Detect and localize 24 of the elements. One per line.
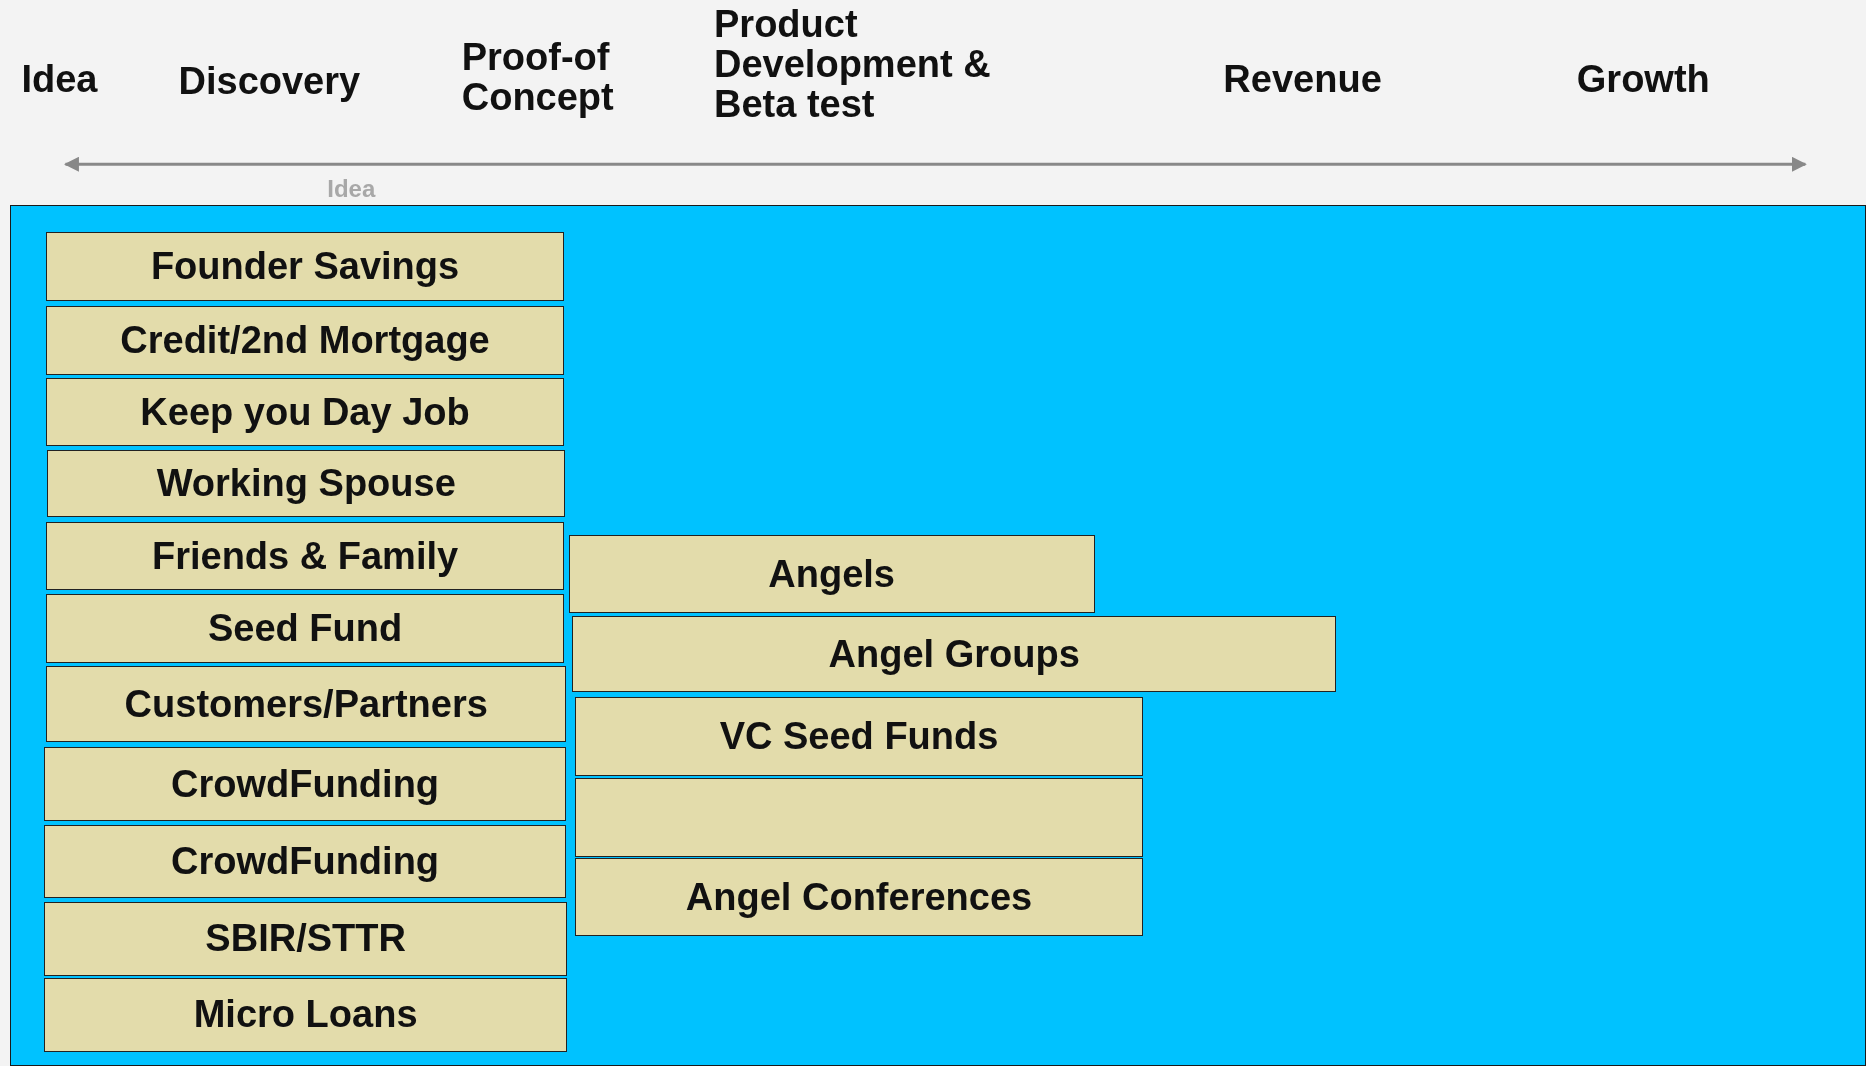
funding-bar: Angels: [568, 535, 1095, 613]
funding-bar: Angel Conferences: [574, 857, 1144, 937]
funding-bar: Keep you Day Job: [46, 378, 564, 447]
stage-label: Proof-of Concept: [461, 38, 615, 118]
panel-background: [9, 204, 1866, 1066]
stage-label: Discovery: [178, 61, 362, 102]
funding-bar: SBIR/STTR: [43, 901, 568, 976]
funding-bar: Founder Savings: [46, 231, 564, 301]
stage-label: Revenue: [1223, 59, 1383, 100]
funding-bar: Friends & Family: [46, 522, 564, 591]
funding-bar: CrowdFunding: [43, 824, 567, 899]
stage-label: Idea: [21, 59, 99, 100]
funding-bar: CrowdFunding: [43, 747, 567, 821]
funding-bar: Angel Groups: [572, 616, 1337, 693]
funding-bar: Customers/Partners: [46, 666, 567, 743]
stage-label: Product Development & Beta test: [714, 4, 992, 125]
faint-label: Idea: [327, 176, 377, 202]
stage-label: Growth: [1576, 59, 1711, 100]
funding-bar: Micro Loans: [43, 978, 568, 1052]
funding-bar: [574, 778, 1144, 857]
funding-bar: Seed Fund: [46, 593, 564, 663]
funding-bar: Credit/2nd Mortgage: [46, 305, 564, 375]
funding-bar: VC Seed Funds: [574, 697, 1144, 776]
funding-bar: Working Spouse: [47, 449, 566, 518]
